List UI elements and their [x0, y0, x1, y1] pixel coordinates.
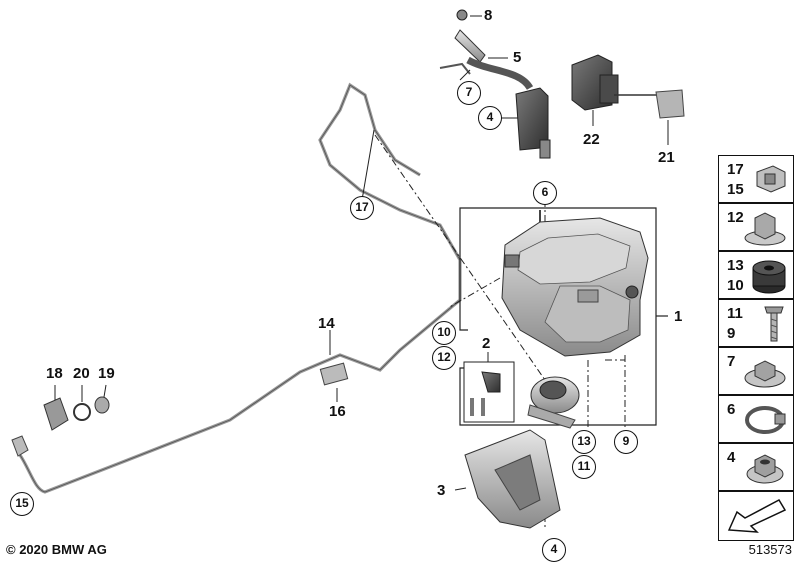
callout-leaders [54, 15, 669, 491]
callout-circled-7: 7 [457, 81, 481, 105]
diagram-number: 513573 [748, 542, 792, 557]
callout-21: 21 [658, 149, 675, 166]
collar-nut-icon [746, 454, 784, 484]
fuel-line-17 [18, 82, 462, 494]
callout-circled-9: 9 [614, 430, 638, 454]
heat-shield [464, 429, 561, 529]
callout-circled-11: 11 [572, 455, 596, 479]
callout-circled-15: 15 [10, 492, 34, 516]
legend-cell-11-9: 11 9 [718, 299, 794, 347]
legend-cell-12: 12 [718, 203, 794, 251]
adblue-tank [501, 210, 649, 357]
legend-cell-4: 4 [718, 443, 794, 491]
callout-19: 19 [98, 365, 115, 382]
callout-circled-13: 13 [572, 430, 596, 454]
rubber-mount-icon [752, 260, 786, 294]
legend-label: 4 [727, 449, 736, 466]
legend-label: 10 [727, 277, 744, 294]
legend-label: 17 [727, 161, 744, 178]
legend-cell-arrow [718, 491, 794, 541]
legend-label: 7 [727, 353, 736, 370]
callout-3: 3 [437, 482, 446, 499]
callout-5: 5 [513, 49, 522, 66]
callout-2: 2 [482, 335, 491, 352]
callout-circled-10: 10 [432, 321, 456, 345]
callout-8: 8 [484, 7, 493, 24]
legend-cell-17-15: 17 15 [718, 155, 794, 203]
callout-circled-6: 6 [533, 181, 557, 205]
clip-icon [756, 165, 786, 193]
legend-label: 13 [727, 257, 744, 274]
callout-20: 20 [73, 365, 90, 382]
tank-frame [459, 207, 668, 426]
callout-18: 18 [46, 365, 63, 382]
callout-circled-4: 4 [478, 106, 502, 130]
control-unit [571, 54, 685, 119]
legend-cell-13-10: 13 10 [718, 251, 794, 299]
callout-16: 16 [329, 403, 346, 420]
flange-nut-icon [744, 360, 786, 388]
legend-label: 9 [727, 325, 736, 342]
arrow-icon [727, 499, 787, 533]
connector-parts [11, 362, 349, 457]
copyright: © 2020 BMW AG [6, 542, 107, 557]
callout-circled-17: 17 [350, 196, 374, 220]
legend-label: 15 [727, 181, 744, 198]
callout-circled-12: 12 [432, 346, 456, 370]
hose-clamp-icon [745, 406, 786, 434]
legend-label: 11 [727, 305, 743, 322]
legend-cell-6: 6 [718, 395, 794, 443]
callout-circled-4-bottom: 4 [542, 538, 566, 562]
legend-label: 12 [727, 209, 744, 226]
legend-label: 6 [727, 401, 736, 418]
pump-module [463, 361, 580, 429]
hex-nut-icon [744, 212, 786, 246]
filler-neck [439, 9, 551, 159]
callout-1: 1 [674, 308, 683, 325]
callout-14: 14 [318, 315, 335, 332]
legend-cell-7: 7 [718, 347, 794, 395]
callout-22: 22 [583, 131, 600, 148]
screw-icon [764, 306, 784, 342]
